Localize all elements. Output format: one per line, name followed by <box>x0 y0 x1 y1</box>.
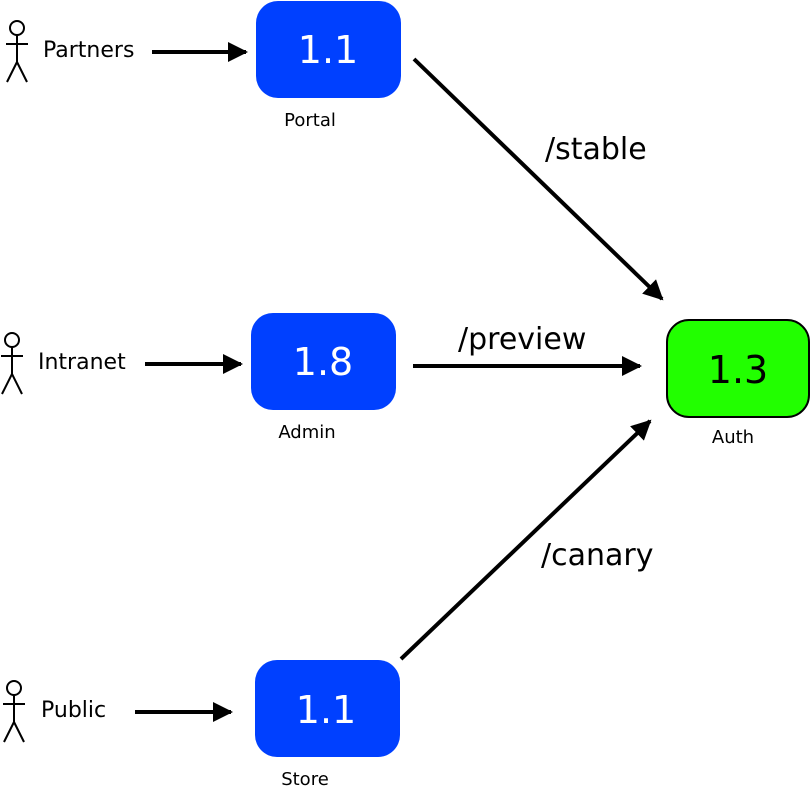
actor-label-partners: Partners <box>43 38 134 63</box>
actor-public: Public <box>3 680 106 743</box>
route-label-preview: /preview <box>458 322 586 357</box>
service-box-store <box>255 660 400 757</box>
stick-figure-icon <box>3 680 25 743</box>
actor-label-intranet: Intranet <box>38 350 126 375</box>
route-label-canary: /canary <box>541 538 653 573</box>
service-caption-store: Store <box>281 769 329 786</box>
actor-label-public: Public <box>41 698 106 723</box>
target-version-auth: 1.3 <box>708 348 768 392</box>
target-caption-auth: Auth <box>712 427 754 448</box>
service-box-portal <box>256 1 401 98</box>
stick-figure-icon <box>6 20 28 83</box>
route-arrow-stable <box>412 57 664 301</box>
target-node-auth[interactable]: 1.3 Auth <box>666 319 810 448</box>
service-version-admin: 1.8 <box>293 340 353 384</box>
stick-figure-icon <box>1 332 23 395</box>
actor-partners: Partners <box>6 20 134 83</box>
service-caption-portal: Portal <box>284 110 336 131</box>
service-node-store[interactable]: 1.1 Store <box>255 660 400 786</box>
service-version-store: 1.1 <box>296 688 356 732</box>
route-arrow-canary <box>399 419 652 661</box>
service-box-admin <box>251 313 396 410</box>
actor-intranet: Intranet <box>1 332 126 395</box>
service-node-portal[interactable]: 1.1 Portal <box>256 1 401 131</box>
service-caption-admin: Admin <box>278 422 335 443</box>
service-version-portal: 1.1 <box>298 28 358 72</box>
service-node-admin[interactable]: 1.8 Admin <box>251 313 396 443</box>
target-box-auth <box>666 319 810 418</box>
route-label-stable: /stable <box>545 132 647 167</box>
